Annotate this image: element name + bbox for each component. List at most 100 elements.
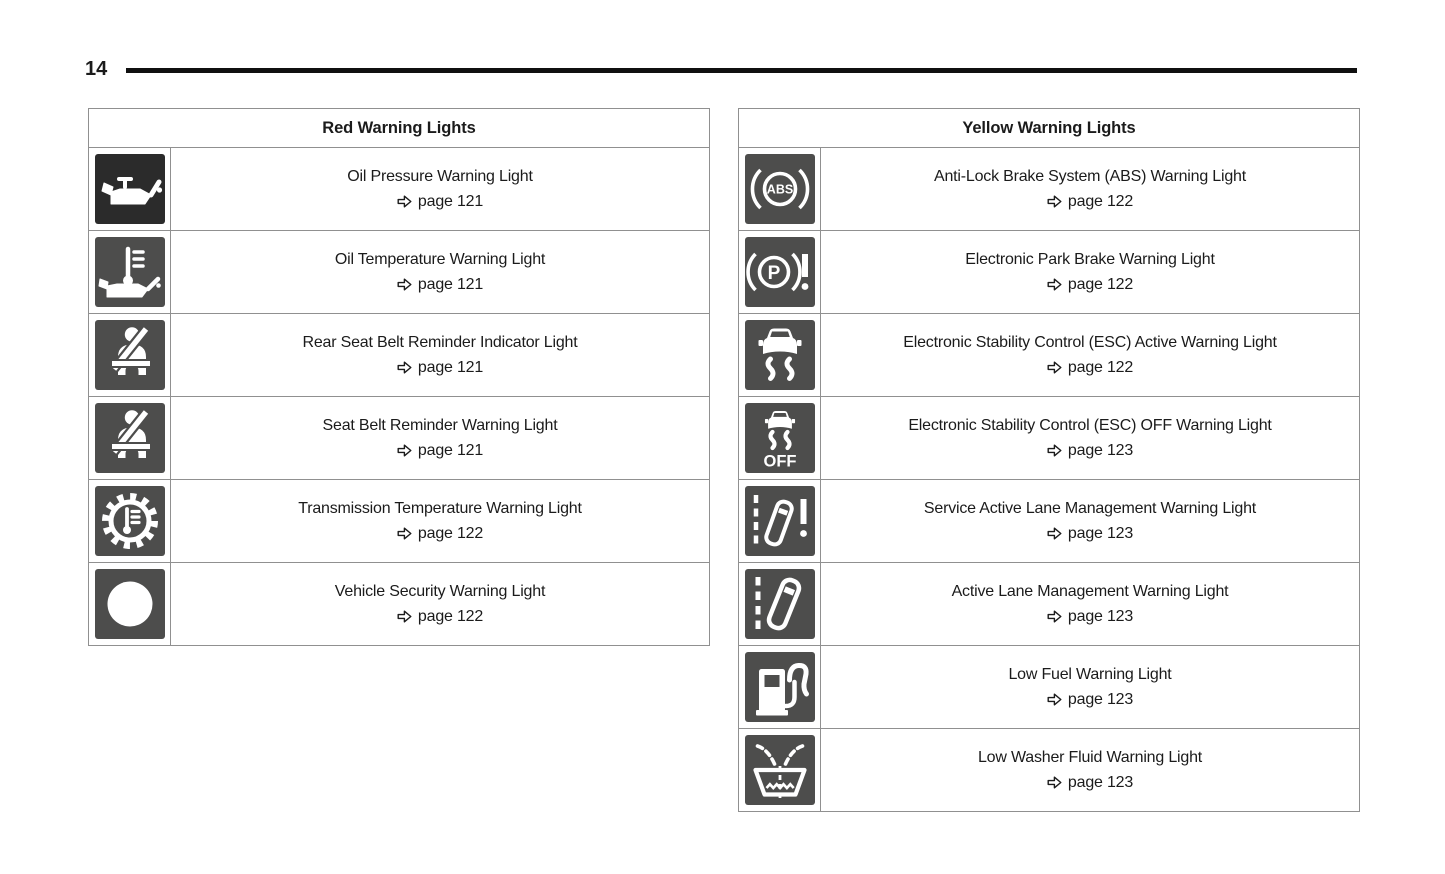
svg-text:P: P	[767, 263, 780, 284]
page-reference: page 122	[397, 608, 483, 626]
page-ref-text: page 123	[1067, 441, 1134, 459]
transmission-temperature-warning-icon	[94, 486, 165, 556]
page-ref-text: page 123	[1067, 524, 1134, 542]
table-row: Low Washer Fluid Warning Light page 123	[739, 729, 1359, 811]
service-lane-management-icon	[744, 486, 815, 556]
text-cell: Low Fuel Warning Light page 123	[821, 646, 1359, 728]
table-row: Seat Belt Reminder Warning Light page 12…	[89, 397, 709, 480]
icon-cell	[739, 646, 821, 728]
table-row: P Electronic Park Brake Warning Light pa…	[739, 231, 1359, 314]
warning-title: Low Washer Fluid Warning Light	[977, 748, 1203, 766]
warning-title: Active Lane Management Warning Light	[951, 582, 1229, 600]
red-warning-lights-table: Red Warning Lights	[88, 108, 710, 646]
icon-cell: ABS	[739, 148, 821, 230]
oil-temperature-warning-icon	[94, 237, 165, 307]
oil-pressure-warning-icon	[94, 154, 165, 224]
page-ref-arrow-icon	[1047, 527, 1062, 540]
page-reference: page 123	[1047, 691, 1133, 709]
icon-cell	[89, 148, 171, 230]
warning-title: Anti-Lock Brake System (ABS) Warning Lig…	[933, 167, 1246, 185]
page-ref-text: page 121	[417, 358, 484, 376]
icon-cell: P	[739, 231, 821, 313]
table-row: Electronic Stability Control (ESC) Activ…	[739, 314, 1359, 397]
text-cell: Oil Temperature Warning Light page 121	[171, 231, 709, 313]
warning-title: Electronic Stability Control (ESC) Activ…	[903, 333, 1277, 351]
svg-text:ABS: ABS	[766, 183, 792, 197]
page-reference: page 122	[1047, 276, 1133, 294]
text-cell: Seat Belt Reminder Warning Light page 12…	[171, 397, 709, 479]
rear-seat-belt-reminder-icon	[94, 320, 165, 390]
text-cell: Transmission Temperature Warning Light p…	[171, 480, 709, 562]
header-rule	[126, 68, 1357, 73]
page-reference: page 122	[1047, 359, 1133, 377]
page-ref-text: page 122	[1067, 275, 1134, 293]
text-cell: Active Lane Management Warning Light pag…	[821, 563, 1359, 645]
page-reference: page 122	[397, 525, 483, 543]
page-reference: page 121	[397, 276, 483, 294]
active-lane-management-icon	[744, 569, 815, 639]
warning-title: Seat Belt Reminder Warning Light	[322, 416, 558, 434]
esc-active-icon	[744, 320, 815, 390]
page-ref-arrow-icon	[1047, 776, 1062, 789]
text-cell: Rear Seat Belt Reminder Indicator Light …	[171, 314, 709, 396]
text-cell: Electronic Stability Control (ESC) OFF W…	[821, 397, 1359, 479]
page-ref-arrow-icon	[1047, 278, 1062, 291]
page-reference: page 123	[1047, 525, 1133, 543]
icon-cell	[89, 397, 171, 479]
low-washer-fluid-icon	[744, 735, 815, 805]
table-row: Active Lane Management Warning Light pag…	[739, 563, 1359, 646]
page-reference: page 121	[397, 193, 483, 211]
page-number: 14	[85, 58, 108, 80]
page-ref-arrow-icon	[1047, 610, 1062, 623]
svg-text:OFF: OFF	[763, 453, 796, 471]
icon-cell	[89, 314, 171, 396]
table-row: Rear Seat Belt Reminder Indicator Light …	[89, 314, 709, 397]
table-row: ABS Anti-Lock Brake System (ABS) Warning…	[739, 148, 1359, 231]
text-cell: Anti-Lock Brake System (ABS) Warning Lig…	[821, 148, 1359, 230]
page-ref-arrow-icon	[1047, 361, 1062, 374]
icon-cell	[739, 729, 821, 811]
text-cell: Service Active Lane Management Warning L…	[821, 480, 1359, 562]
text-cell: Low Washer Fluid Warning Light page 123	[821, 729, 1359, 811]
page-ref-text: page 123	[1067, 607, 1134, 625]
text-cell: Vehicle Security Warning Light page 122	[171, 563, 709, 645]
page-ref-text: page 122	[417, 607, 484, 625]
warning-title: Vehicle Security Warning Light	[334, 582, 546, 600]
icon-cell	[739, 314, 821, 396]
table-row: OFF Electronic Stability Control (ESC) O…	[739, 397, 1359, 480]
page-ref-arrow-icon	[1047, 195, 1062, 208]
warning-title: Electronic Park Brake Warning Light	[965, 250, 1215, 268]
page-ref-arrow-icon	[1047, 693, 1062, 706]
page-ref-arrow-icon	[397, 195, 412, 208]
table-row: Low Fuel Warning Light page 123	[739, 646, 1359, 729]
low-fuel-icon	[744, 652, 815, 722]
warning-title: Low Fuel Warning Light	[1008, 665, 1172, 683]
text-cell: Oil Pressure Warning Light page 121	[171, 148, 709, 230]
table-row: Transmission Temperature Warning Light p…	[89, 480, 709, 563]
yellow-warning-lights-table: Yellow Warning Lights ABS Anti-Lock Brak…	[738, 108, 1360, 812]
page-ref-text: page 121	[417, 441, 484, 459]
table-header: Yellow Warning Lights	[739, 109, 1359, 148]
warning-title: Service Active Lane Management Warning L…	[923, 499, 1257, 517]
esc-off-icon: OFF	[744, 403, 815, 473]
icon-cell	[89, 563, 171, 645]
page-ref-text: page 123	[1067, 773, 1134, 791]
icon-cell	[89, 231, 171, 313]
icon-cell	[89, 480, 171, 562]
electronic-park-brake-icon: P	[744, 237, 815, 307]
table-row: Oil Pressure Warning Light page 121	[89, 148, 709, 231]
page-ref-text: page 122	[1067, 192, 1134, 210]
warning-title: Electronic Stability Control (ESC) OFF W…	[908, 416, 1272, 434]
icon-cell	[739, 563, 821, 645]
table-row: Oil Temperature Warning Light page 121	[89, 231, 709, 314]
page-reference: page 121	[397, 359, 483, 377]
icon-cell	[739, 480, 821, 562]
table-row: Vehicle Security Warning Light page 122	[89, 563, 709, 645]
warning-title: Oil Pressure Warning Light	[347, 167, 533, 185]
vehicle-security-warning-icon	[94, 569, 165, 639]
text-cell: Electronic Park Brake Warning Light page…	[821, 231, 1359, 313]
page-ref-text: page 123	[1067, 690, 1134, 708]
page-reference: page 122	[1047, 193, 1133, 211]
icon-cell: OFF	[739, 397, 821, 479]
page-reference: page 123	[1047, 774, 1133, 792]
